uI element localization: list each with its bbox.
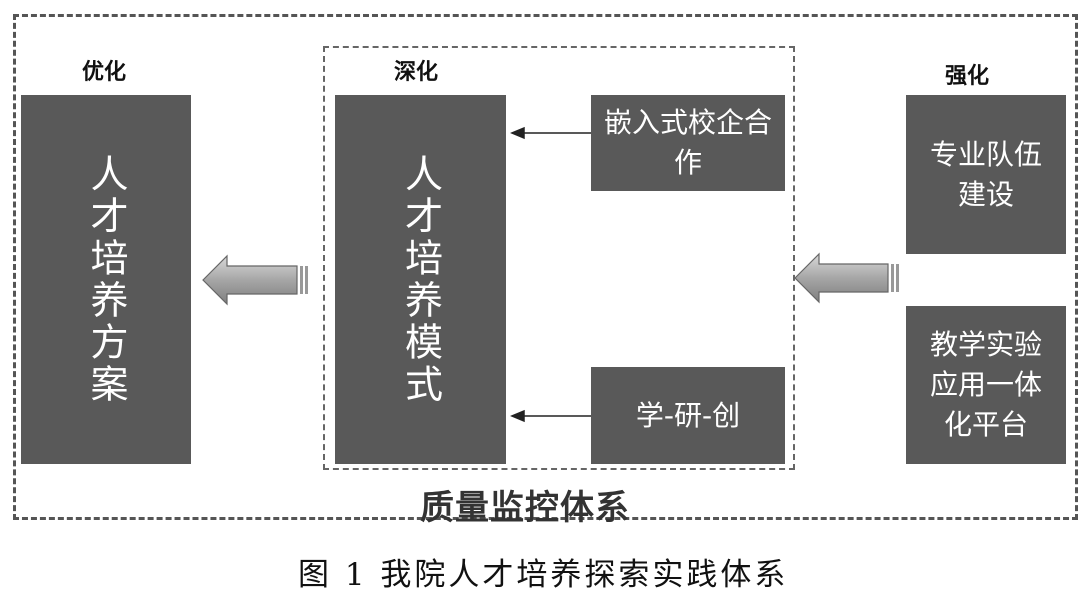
learn-research-create-box: 学-研-创 bbox=[591, 367, 785, 464]
figure-caption: 图 1 我院人才培养探索实践体系 bbox=[298, 557, 789, 593]
label-optimize: 优化 bbox=[82, 60, 127, 85]
big-arrow-right bbox=[794, 252, 899, 304]
team-building-text: 专业队伍建设 bbox=[929, 137, 1042, 211]
label-strengthen: 强化 bbox=[945, 64, 990, 89]
deepen-frame bbox=[323, 46, 795, 470]
embedded-coop-text: 嵌入式校企合作 bbox=[603, 106, 772, 179]
thin-arrow-bottom bbox=[510, 409, 591, 423]
big-arrow-left bbox=[202, 254, 308, 306]
talent-mode-box: 人才培养模式 bbox=[335, 95, 506, 464]
learn-research-create-text: 学-研-创 bbox=[635, 398, 741, 432]
label-deepen: 深化 bbox=[394, 60, 439, 85]
talent-plan-text: 人才培养方案 bbox=[84, 153, 128, 406]
talent-mode-text: 人才培养模式 bbox=[398, 153, 443, 406]
embedded-coop-box: 嵌入式校企合作 bbox=[591, 95, 785, 191]
talent-plan-box: 人才培养方案 bbox=[21, 95, 191, 464]
quality-monitoring-title: 质量监控体系 bbox=[420, 488, 630, 528]
platform-box: 教学实验应用一体化平台 bbox=[906, 306, 1066, 464]
platform-text: 教学实验应用一体化平台 bbox=[929, 328, 1042, 441]
quality-monitoring-frame bbox=[13, 14, 1078, 520]
thin-arrow-top bbox=[510, 126, 591, 140]
team-building-box: 专业队伍建设 bbox=[906, 95, 1066, 254]
